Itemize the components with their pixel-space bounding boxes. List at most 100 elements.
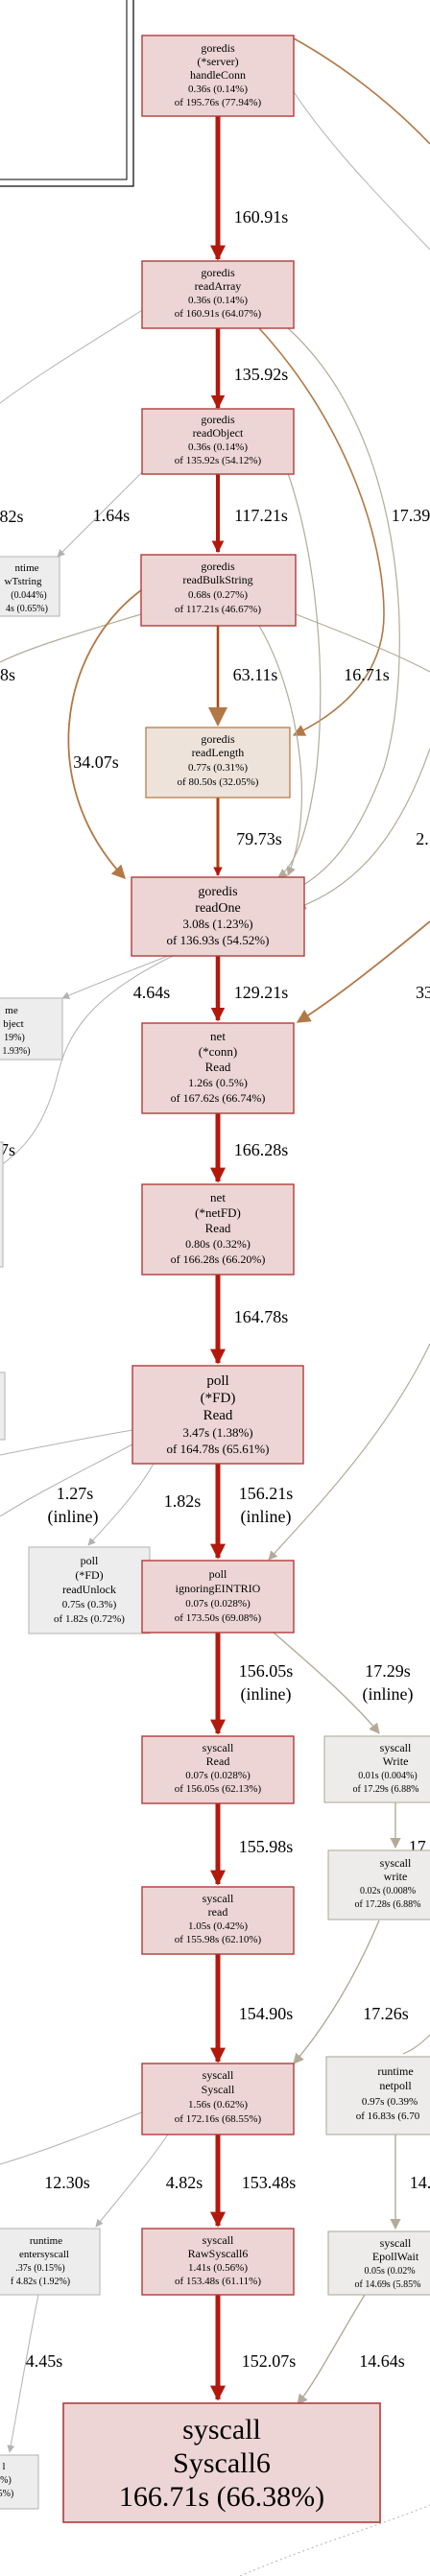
edge-handleConn-right-orange <box>293 37 430 145</box>
node-pollRead[interactable]: poll (*FD) Read 3.47s (1.38%) of 164.78s… <box>131 1365 304 1465</box>
node-readObject[interactable]: goredis readObject 0.36s (0.14%) of 135.… <box>141 408 295 475</box>
edge-label-netFDRead-pollRead: 164.78s <box>234 1307 289 1326</box>
edge-label-right-33: 33 <box>416 983 430 1002</box>
edge-handleConn-right-gray <box>277 66 430 250</box>
node-line: me <box>5 1005 18 1016</box>
edge-label-connRead-netFDRead: 166.28s <box>234 1140 289 1159</box>
node-connRead[interactable]: net (*conn) Read 1.26s (0.5%) of 167.62s… <box>141 1022 295 1114</box>
edge-label-ignoring-syscallRead: 156.05s <box>239 1661 294 1681</box>
node-RawSyscall6[interactable]: syscall RawSyscall6 1.41s (0.56%) of 153… <box>141 2228 295 2296</box>
node-line: 5%) <box>0 2489 13 2499</box>
edge-label-ignoring-syscallWrite: 17.29s <box>365 1661 411 1681</box>
node-syscallWrite[interactable]: syscall Write 0.01s (0.004%) of 17.29s (… <box>323 1735 430 1803</box>
node-line: 0.05s (0.02% <box>364 2266 415 2277</box>
node-line: syscall <box>380 2236 412 2250</box>
node-line: of 167.62s (66.74%) <box>171 1091 266 1105</box>
node-line: 1.05s (0.42%) <box>188 1920 248 1932</box>
node-line: 0.75s (0.3%) <box>62 1599 117 1610</box>
edge-label-ignoring-syscallWrite-inline: (inline) <box>363 1684 414 1705</box>
node-line: readArray <box>195 279 242 293</box>
node-line: (*FD) <box>201 1391 236 1406</box>
node-line: (*conn) <box>199 1044 237 1059</box>
node-newobject[interactable]: me bject 19%) 1.93%) <box>0 997 63 1061</box>
node-line: (*server) <box>197 55 238 68</box>
edge-readArray-readLength <box>258 327 385 736</box>
node-line: of 164.78s (65.61%) <box>167 1442 270 1456</box>
node-left-fragment-a <box>0 1141 4 1268</box>
node-line: readBulkString <box>182 573 252 586</box>
node-line: (*FD) <box>75 1568 103 1582</box>
node-line: of 117.21s (46.67%) <box>175 604 261 615</box>
edge-readArray-readOne-far <box>287 327 400 892</box>
node-line: 0.07s (0.028%) <box>185 1770 251 1781</box>
node-line: write <box>384 1870 408 1883</box>
node-line: readLength <box>192 746 245 759</box>
node-entersyscall[interactable]: runtime entersyscall .37s (0.15%) f 4.82… <box>0 2228 101 2296</box>
node-line: 0.97s (0.39% <box>362 2096 418 2108</box>
edge-entersyscall-left <box>7 2294 39 2453</box>
node-line: EpollWait <box>372 2250 419 2263</box>
node-line: goredis <box>201 41 235 55</box>
node-line: %) <box>0 2475 12 2486</box>
edge-label-entersyscall-left: 4.45s <box>26 2351 63 2371</box>
node-syscallRead[interactable]: syscall Read 0.07s (0.028%) of 156.05s (… <box>141 1735 295 1804</box>
node-line: l <box>2 2461 5 2472</box>
node-line: 1.56s (0.62%) <box>188 2099 248 2111</box>
node-line: syscall <box>203 2233 234 2247</box>
node-syscallread[interactable]: syscall read 1.05s (0.42%) of 155.98s (6… <box>141 1886 295 1955</box>
node-line: of 17.29s (6.88% <box>353 1784 419 1795</box>
node-line: 0.02s (0.008% <box>360 1886 416 1896</box>
edge-readObject-newTstring <box>57 469 145 558</box>
edge-readBulkString-right <box>295 613 430 673</box>
node-line: of 17.28s (6.88% <box>355 1899 421 1910</box>
node-line: ntime <box>14 562 38 574</box>
node-line: 0.07s (0.028%) <box>185 1598 251 1610</box>
node-line: 3.47s (1.38%) <box>182 1425 252 1440</box>
node-syscallwrite[interactable]: syscall write 0.02s (0.008% of 17.28s (6… <box>327 1849 430 1920</box>
node-readOne[interactable]: goredis readOne 3.08s (1.23%) of 136.93s… <box>131 876 305 957</box>
edge-label-handleConn-readArray: 160.91s <box>234 207 289 227</box>
node-readArray[interactable]: goredis readArray 0.36s (0.14%) of 160.9… <box>141 260 295 329</box>
node-line: Syscall <box>202 2083 235 2096</box>
node-Syscall6[interactable]: syscall Syscall6 166.71s (66.38%) <box>62 2402 381 2523</box>
node-left-fragment-c[interactable]: l %) 5%) <box>0 2454 39 2510</box>
node-line: goredis <box>201 560 235 573</box>
node-line: poll <box>209 1567 227 1581</box>
node-netpoll[interactable]: runtime netpoll 0.97s (0.39% of 16.83s (… <box>325 2056 430 2135</box>
edge-label-readBulkString-readOne-left: 34.07s <box>73 752 119 772</box>
edge-Syscall-entersyscall <box>95 2134 169 2228</box>
edge-label-pollRead-readUnlock: 1.82s <box>164 1491 202 1511</box>
node-EpollWait[interactable]: syscall EpollWait 0.05s (0.02% of 14.69s… <box>327 2230 430 2296</box>
node-handleConn[interactable]: goredis (*server) handleConn 0.36s (0.14… <box>141 35 295 117</box>
node-ignoringEINTRIO[interactable]: poll ignoringEINTRIO 0.07s (0.028%) of 1… <box>141 1560 295 1634</box>
node-newTstring[interactable]: ntime wTstring (0.044%) 4s (0.65%) <box>0 556 60 617</box>
edge-label-readOne-connRead: 129.21s <box>234 983 289 1002</box>
node-line: entersyscall <box>19 2249 69 2260</box>
node-readLength[interactable]: goredis readLength 0.77s (0.31%) of 80.5… <box>145 727 291 799</box>
node-line: 0.68s (0.27%) <box>188 589 248 601</box>
edge-readBulkString-readOne-right <box>258 625 302 876</box>
node-line: Syscall6 <box>173 2447 271 2479</box>
node-line: syscall <box>182 2414 261 2445</box>
edge-label-EpollWait-Syscall6: 14.64s <box>359 2351 405 2371</box>
edge-label-pollRead-ignoring: 156.21s <box>239 1484 294 1503</box>
node-readUnlock[interactable]: poll (*FD) readUnlock 0.75s (0.3%) of 1.… <box>28 1546 151 1634</box>
node-line: handleConn <box>190 68 246 82</box>
node-line: of 160.91s (64.07%) <box>175 308 262 320</box>
node-syscallSyscall[interactable]: syscall Syscall 1.56s (0.62%) of 172.16s… <box>141 2063 295 2135</box>
edge-write-Syscall <box>293 1920 380 2064</box>
edge-label-readOne-newobject: 4.64s <box>133 983 171 1002</box>
edge-label-left-7s: 7s <box>0 1140 15 1159</box>
node-readBulkString[interactable]: goredis readBulkString 0.68s (0.27%) of … <box>140 554 297 627</box>
node-netFDRead[interactable]: net (*netFD) Read 0.80s (0.32%) of 166.2… <box>141 1183 295 1276</box>
node-line: of 172.16s (68.55%) <box>175 2113 262 2125</box>
edge-label-ignoring-syscallRead-inline: (inline) <box>241 1684 292 1705</box>
node-line: .37s (0.15%) <box>15 2263 64 2274</box>
node-line: netpoll <box>379 2079 412 2092</box>
node-line: (0.044%) <box>11 590 47 601</box>
edge-label-read-Syscall: 154.90s <box>239 2004 294 2023</box>
edge-label-RawSyscall6-Syscall6: 152.07s <box>242 2351 297 2371</box>
node-line: syscall <box>203 1741 234 1754</box>
edge-label-pollRead-left-inline: (inline) <box>48 1507 99 1527</box>
edge-right-connRead-orange <box>296 920 430 1023</box>
